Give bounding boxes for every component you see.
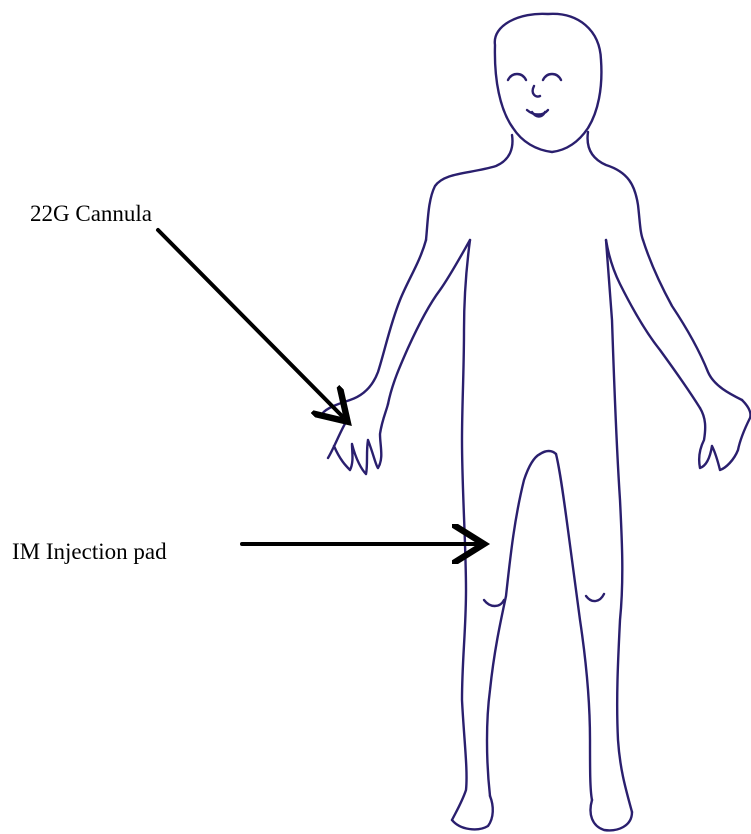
head-outline <box>495 14 602 152</box>
body-outline <box>322 132 751 830</box>
cannula-arrow <box>158 230 342 416</box>
